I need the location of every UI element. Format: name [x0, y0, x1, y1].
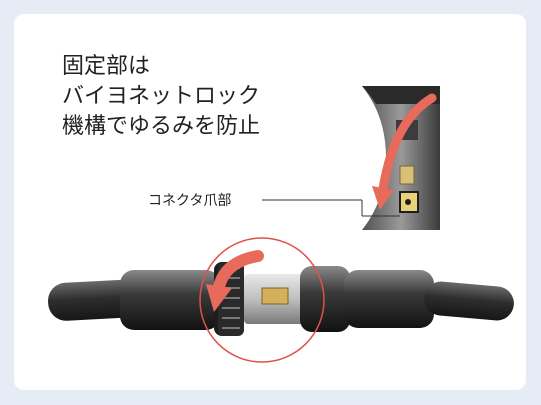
detail-inset [362, 86, 440, 230]
headline: 固定部は バイヨネットロック 機構でゆるみを防止 [62, 52, 260, 142]
headline-line-1: 固定部は [62, 54, 151, 79]
rotation-arrow-inset [377, 93, 437, 201]
headline-line-3: 機構でゆるみを防止 [62, 114, 261, 139]
cable-connector [48, 262, 514, 336]
connector-claw-label: コネクタ爪部 [148, 193, 232, 209]
claw-shape [399, 165, 415, 185]
highlight-circle [199, 237, 325, 363]
diagram-card [14, 14, 526, 390]
card-pointer [14, 202, 28, 226]
headline-line-2: バイヨネットロック [62, 84, 261, 109]
